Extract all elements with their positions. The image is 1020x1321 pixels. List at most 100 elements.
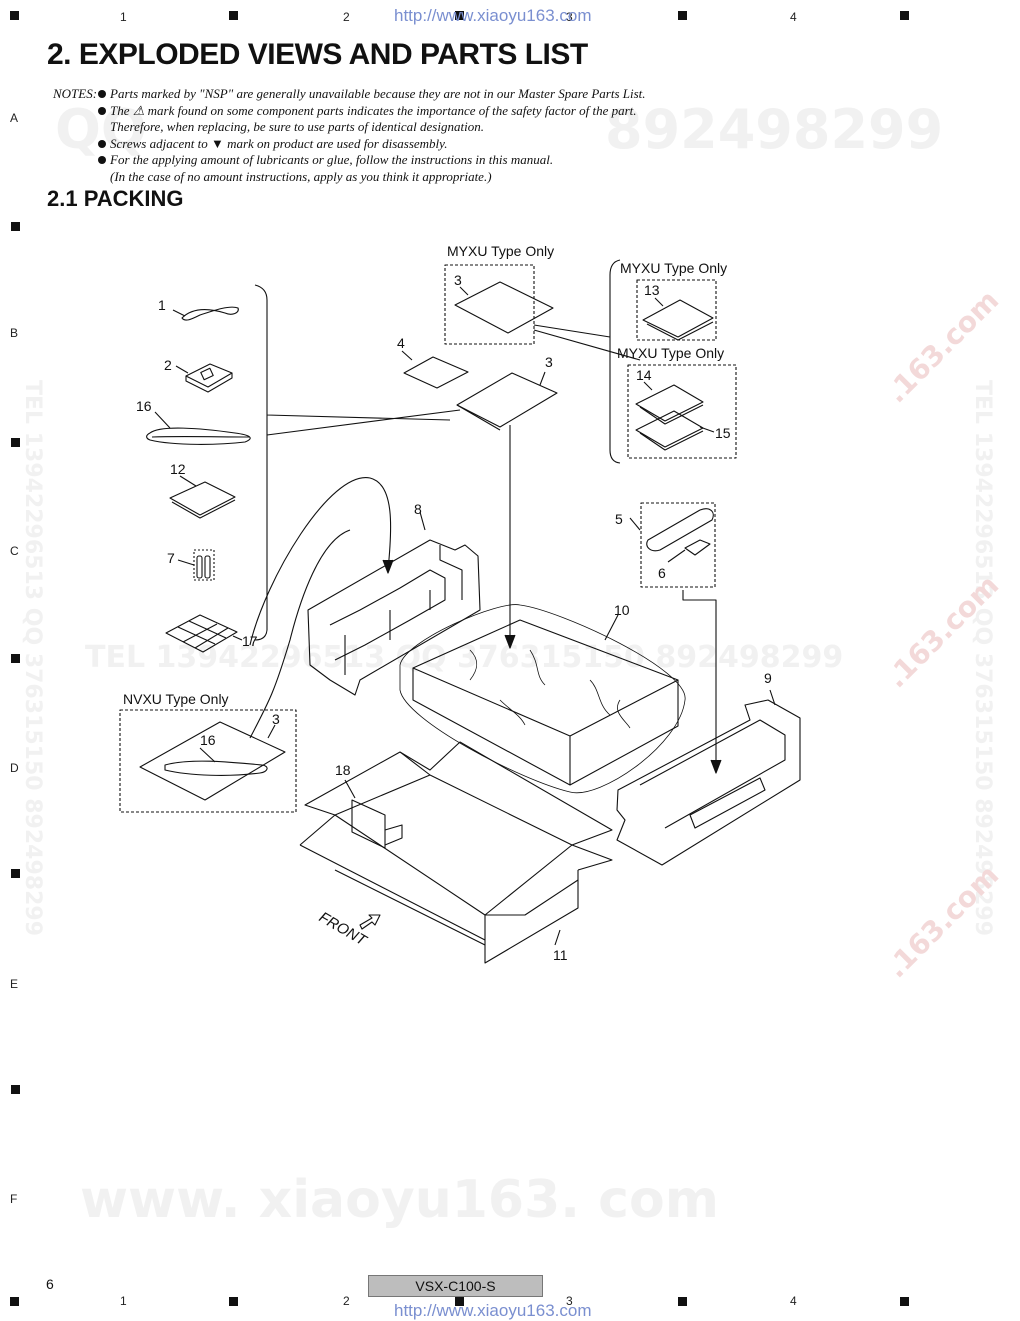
part-label-14: 14 [636,367,652,383]
type-label-nvxu: NVXU Type Only [123,691,229,707]
part-3-bag-nvxu [139,721,286,801]
part-5-remote [646,508,714,552]
page-title: 2. EXPLODED VIEWS AND PARTS LIST [47,38,588,71]
row-letter: B [10,326,19,340]
part-label-18: 18 [335,762,351,778]
note-item: The ⚠ mark found on some component parts… [98,102,637,120]
part-11-carton-box [334,774,573,916]
registration-mark [11,654,20,663]
registration-mark [900,1297,909,1306]
nvxu-box [119,709,297,813]
row-letter: C [10,544,19,558]
type-label-myxu-top: MYXU Type Only [447,243,554,259]
part-label-3-myxu: 3 [454,272,462,288]
page-number: 6 [46,1276,54,1292]
arrow-remote-to-foam [682,590,717,770]
registration-mark [455,11,464,20]
part-label-11: 11 [553,947,568,963]
myxu-top-box [444,264,535,345]
part-label-8: 8 [414,501,422,517]
part-4-sheet [403,356,469,389]
watermark-qq: 892498299 [605,98,944,161]
row-letter: D [10,761,19,775]
accessory-bracket [254,284,451,421]
type-label-myxu-14: MYXU Type Only [617,345,724,361]
registration-mark [678,11,687,20]
row-letter: F [10,1192,18,1206]
part-label-3-nvxu: 3 [272,711,280,727]
column-number: 3 [566,10,573,24]
part-label-16-nvxu: 16 [200,732,216,748]
registration-mark [10,11,19,20]
bullet-icon [98,90,106,98]
part-14-manual [635,384,704,422]
header-url-link[interactable]: http://www.xiaoyu163.com [394,6,592,25]
part-label-3: 3 [545,354,553,370]
part-13-manual [642,299,714,338]
registration-mark [11,1085,20,1094]
column-number: 2 [343,10,350,24]
part-label-1: 1 [158,297,166,313]
part-6-battery-cover [684,539,711,556]
part-label-13: 13 [644,282,660,298]
column-number: 4 [790,1294,797,1308]
column-number: 1 [120,10,127,24]
row-letter: E [10,977,19,991]
note-item: For the applying amount of lubricants or… [98,152,554,169]
front-arrow-icon [359,914,381,930]
part-label-6: 6 [658,565,666,581]
bullet-icon [98,106,106,115]
footer-url-link[interactable]: http://www.xiaoyu163.com [394,1301,592,1320]
registration-mark [229,1297,238,1306]
note-text: The ⚠ mark found on some component parts… [110,102,637,118]
part-2-battery-pack [185,363,233,388]
note-text: For the applying amount of lubricants or… [110,152,554,167]
part-label-7: 7 [167,550,175,566]
part-10-main-unit [412,619,679,737]
note-item-continued: (In the case of no amount instructions, … [110,169,492,186]
note-item-continued: Therefore, when replacing, be sure to us… [110,119,484,136]
bullet-icon [98,156,106,164]
type-label-myxu-13: MYXU Type Only [620,260,727,276]
watermark-site: www. xiaoyu163. com [80,1170,719,1230]
part-label-2: 2 [164,357,172,373]
notes-label: NOTES: [53,86,98,101]
registration-mark [900,11,909,20]
part-3-bag-myxu [454,281,554,334]
column-number: 1 [120,1294,127,1308]
part-15-manual [635,410,704,448]
note-text: (In the case of no amount instructions, … [110,168,492,184]
part-label-10: 10 [614,602,630,618]
registration-mark [455,1297,464,1306]
part-label-17: 17 [242,633,258,649]
row-letter: A [10,111,19,125]
part-18-carton-insert [351,799,386,849]
note-item: Screws adjacent to ▼ mark on product are… [98,135,448,153]
registration-mark [678,1297,687,1306]
myxu-14-box [627,364,737,459]
part-label-4: 4 [397,335,405,351]
column-number: 4 [790,10,797,24]
section-heading: 2.1 PACKING [47,186,184,211]
part-label-16: 16 [136,398,152,414]
registration-mark [10,1297,19,1306]
note-text: Parts marked by "NSP" are generally unav… [110,86,646,101]
part-label-12: 12 [170,461,186,477]
remote-box [640,502,716,588]
accessory-bracket-lower [254,415,268,641]
registration-mark [229,11,238,20]
note-text: Therefore, when replacing, be sure to us… [110,119,484,134]
part-label-15: 15 [715,425,731,441]
bullet-icon [98,139,106,148]
model-badge: VSX-C100-S [368,1275,543,1297]
registration-mark [11,438,20,447]
note-text: Screws adjacent to ▼ mark on product are… [110,135,448,151]
part-17-label-sheet [165,614,238,653]
registration-mark [11,222,20,231]
part-8-foam-left [307,539,481,696]
part-label-9: 9 [764,670,772,686]
myxu-bracket [609,259,621,464]
part-3-bag [456,372,558,428]
part-16-power-cord [146,427,251,445]
